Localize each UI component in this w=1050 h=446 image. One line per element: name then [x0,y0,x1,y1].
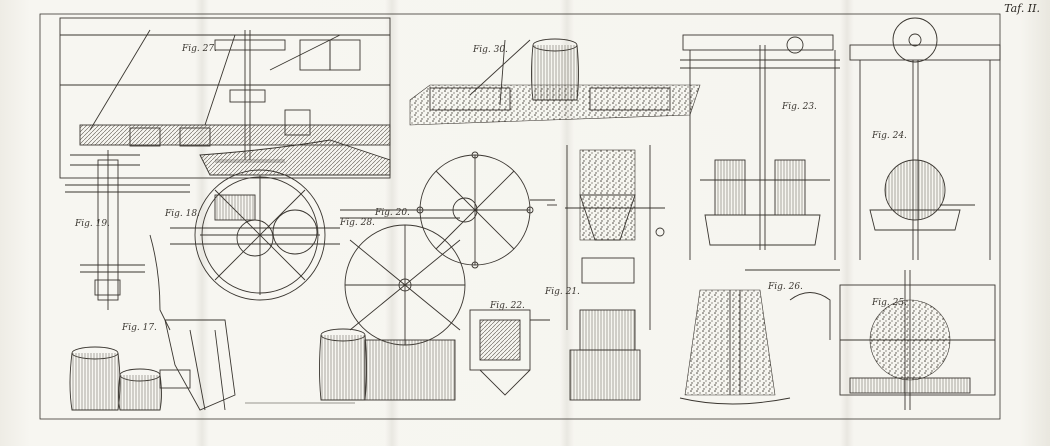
figure-label: Fig. 30. [473,45,508,55]
figure-26-drawing [679,269,840,405]
figure-23-drawing [680,34,840,260]
figure-label: Fig. 24. [872,131,907,141]
figure-30-drawing [409,38,701,126]
figure-27-drawing [59,17,391,179]
figure-label: Fig. 19. [75,219,110,229]
figure-label: Fig. 23. [782,102,817,112]
figure-25-drawing [839,270,996,410]
fold-line [195,0,209,446]
figure-label: Fig. 21. [545,287,580,297]
figure-label: Fig. 18. [165,209,200,219]
figure-label: Fig. 26. [768,282,803,292]
figure-label: Fig. 22. [490,301,525,311]
figure-28-drawing [416,151,555,269]
figure-22-drawing [469,309,550,396]
figure-18-drawing [170,169,340,301]
figure-label: Fig. 25. [872,298,907,308]
figure-17-drawing [69,234,236,411]
figure-20-drawing [319,209,466,401]
fold-line [840,0,854,446]
figure-label: Fig. 20. [375,208,410,218]
figure-21-drawing [547,145,665,401]
figure-24-drawing [849,17,1001,260]
plate-title: Taf. II. [1004,2,1040,15]
figure-19-drawing [65,150,190,310]
figure-label: Fig. 28. [340,218,375,228]
figure-label: Fig. 17. [122,323,157,333]
figure-label: Fig. 27. [182,44,217,54]
fold-line [385,0,399,446]
